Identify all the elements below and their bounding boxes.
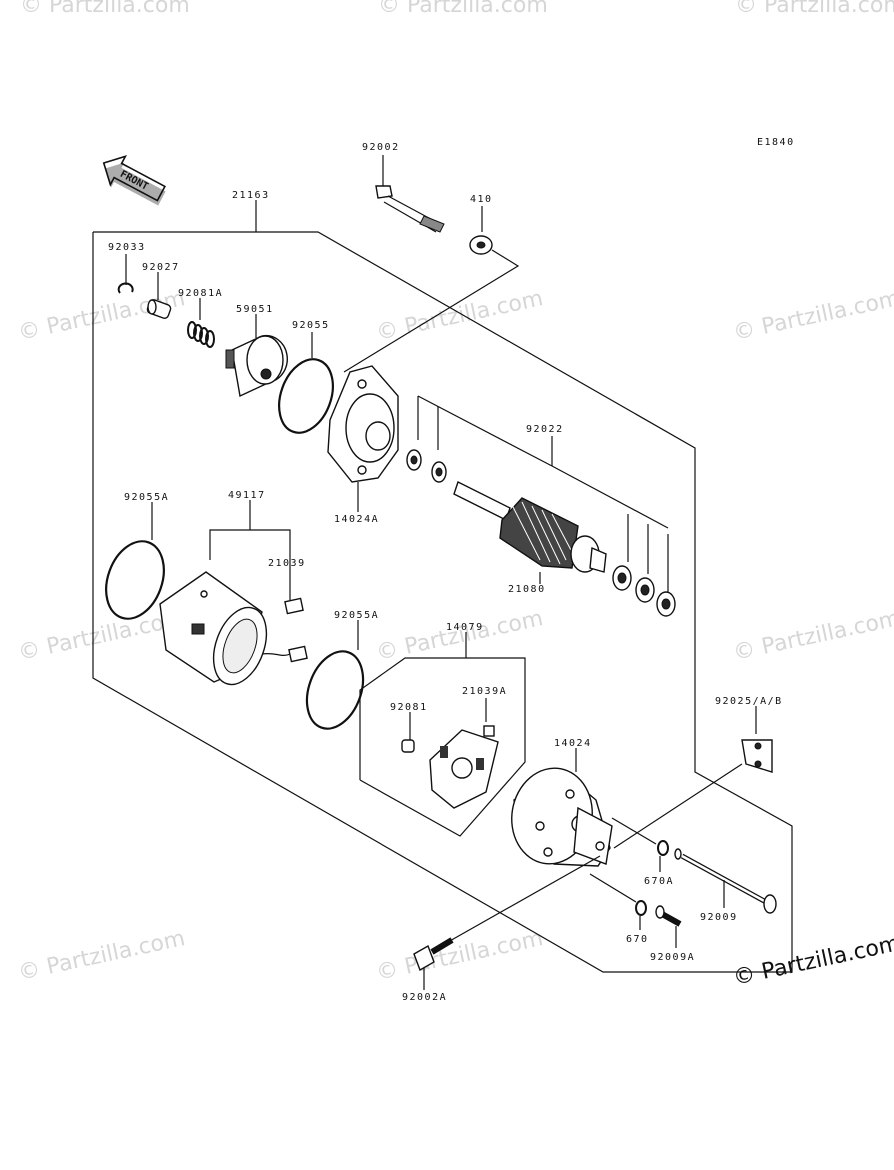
label-92009[interactable]: 92009 <box>700 912 738 923</box>
clutch-59051 <box>225 314 288 398</box>
watermark: © Partzilla.com <box>374 286 545 346</box>
watermark: © Partzilla.com <box>735 0 894 18</box>
watermark: © Partzilla.com <box>20 0 190 18</box>
label-21039[interactable]: 21039 <box>268 558 306 569</box>
label-92009A[interactable]: 92009A <box>650 952 695 963</box>
bolt-92002A <box>413 855 601 990</box>
yoke-49117 <box>159 500 308 686</box>
washers-92022-right <box>551 465 676 617</box>
bolt-92002 <box>375 155 445 233</box>
watermark: © Partzilla.com <box>378 0 548 18</box>
label-92027[interactable]: 92027 <box>142 262 180 273</box>
part-labels: 92002 410 21163 92033 92027 92081A 59051… <box>108 142 783 1003</box>
washers-92022-left <box>406 395 553 483</box>
watermark: © Partzilla.com <box>374 606 545 666</box>
cover-14024 <box>511 748 613 867</box>
assembly-outline <box>92 200 793 973</box>
oring-92055A-right <box>305 620 365 730</box>
label-92025[interactable]: 92025/A/B <box>715 696 783 707</box>
label-670[interactable]: 670 <box>626 934 649 945</box>
label-92022[interactable]: 92022 <box>526 424 564 435</box>
label-92081[interactable]: 92081 <box>390 702 428 713</box>
diagram-code: E1840 <box>757 137 795 148</box>
watermark: © Partzilla.com <box>731 286 894 346</box>
circlip-92033 <box>117 254 134 294</box>
label-92002[interactable]: 92002 <box>362 142 400 153</box>
bracket-92025 <box>613 706 773 849</box>
label-92055[interactable]: 92055 <box>292 320 330 331</box>
oring-92055 <box>278 332 334 434</box>
armature-21080 <box>453 481 607 584</box>
label-21080[interactable]: 21080 <box>508 584 546 595</box>
front-arrow-icon: FRONT <box>102 155 166 206</box>
label-49117[interactable]: 49117 <box>228 490 266 501</box>
label-92055A-left[interactable]: 92055A <box>124 492 169 503</box>
label-21039A[interactable]: 21039A <box>462 686 507 697</box>
orings-670 <box>589 817 669 930</box>
label-14079[interactable]: 14079 <box>446 622 484 633</box>
watermark: © Partzilla.com <box>16 926 187 986</box>
label-670A[interactable]: 670A <box>644 876 674 887</box>
screw-92009A <box>655 905 682 948</box>
label-92055A-right[interactable]: 92055A <box>334 610 379 621</box>
spring-92081A <box>187 298 215 348</box>
label-92081A[interactable]: 92081A <box>178 288 223 299</box>
watermark: © Partzilla.com <box>731 606 894 666</box>
label-92002A[interactable]: 92002A <box>402 992 447 1003</box>
label-59051[interactable]: 59051 <box>236 304 274 315</box>
label-14024[interactable]: 14024 <box>554 738 592 749</box>
cover-14024A <box>327 365 399 512</box>
watermark-main: © Partzilla.com <box>731 931 894 991</box>
washer-410 <box>343 206 520 373</box>
brush-holder-box <box>359 632 526 837</box>
label-21163[interactable]: 21163 <box>232 190 270 201</box>
collar-92027 <box>146 272 172 319</box>
label-14024A[interactable]: 14024A <box>334 514 379 525</box>
label-410[interactable]: 410 <box>470 194 493 205</box>
bolt-92009 <box>674 848 777 914</box>
label-92033[interactable]: 92033 <box>108 242 146 253</box>
oring-92055A-left <box>105 502 165 620</box>
